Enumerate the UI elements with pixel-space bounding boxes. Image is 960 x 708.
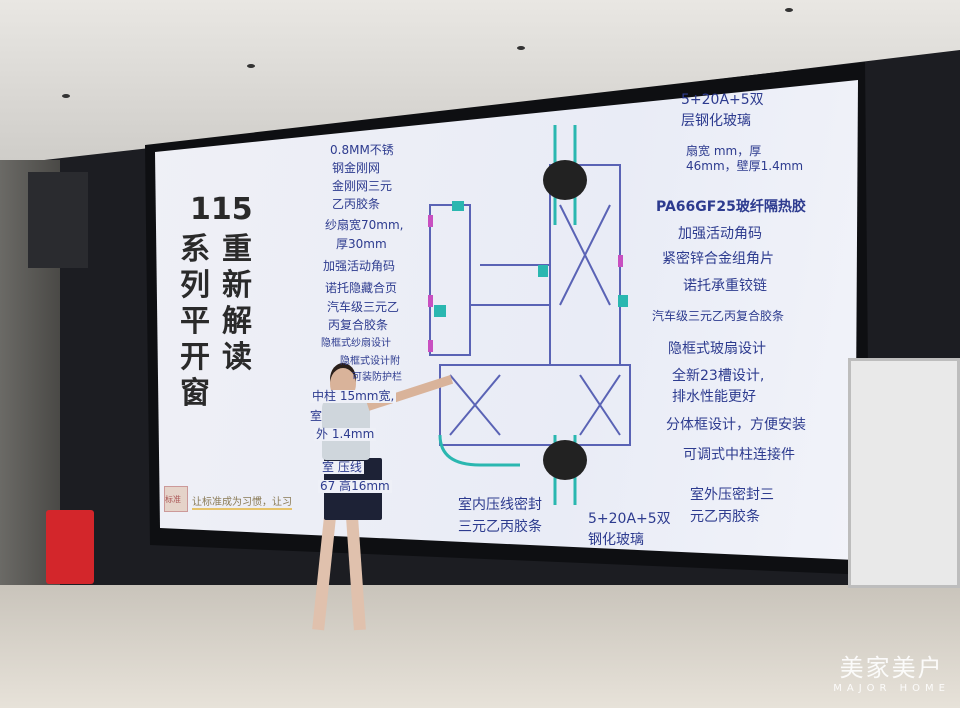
callout-label: 可调式中柱连接件 bbox=[683, 447, 795, 463]
slide-title-number: 115 bbox=[190, 192, 253, 227]
sash-frame bbox=[429, 204, 471, 356]
main-frame bbox=[439, 364, 631, 446]
watermark: 美家美户 MAJOR HOME bbox=[833, 648, 950, 694]
callout-label: PA66GF25玻纤隔热胶 bbox=[656, 199, 806, 215]
slide-logo: 标准 bbox=[164, 486, 188, 512]
callout-label: 全新23槽设计, bbox=[672, 368, 765, 384]
ceiling-light bbox=[247, 64, 255, 68]
callout-label: 钢化玻璃 bbox=[588, 532, 644, 548]
callout-label: 元乙丙胶条 bbox=[690, 509, 760, 525]
wall-speaker bbox=[28, 172, 88, 268]
title-char: 系 bbox=[180, 232, 210, 267]
callout-label: 厚30mm bbox=[336, 237, 387, 251]
insulating-glass-section bbox=[543, 160, 587, 200]
callout-label: 排水性能更好 bbox=[672, 389, 756, 405]
callout-label: 纱扇宽70mm, bbox=[325, 218, 404, 232]
callout-label: 隐框式玻扇设计 bbox=[668, 341, 766, 357]
whiteboard bbox=[848, 358, 960, 588]
callout-label: 46mm，壁厚1.4mm bbox=[686, 159, 804, 173]
ceiling-light bbox=[62, 94, 70, 98]
callout-label: 中柱 15mm宽, bbox=[310, 389, 397, 404]
title-char: 重 bbox=[222, 232, 252, 267]
callout-label: 乙丙胶条 bbox=[332, 197, 381, 211]
callout-label: 67 高16mm bbox=[318, 479, 392, 494]
callout-label: 金刚网三元 bbox=[332, 179, 393, 193]
callout-label: 室 压线 bbox=[320, 460, 364, 475]
watermark-en: MAJOR HOME bbox=[833, 683, 950, 694]
callout-label: 分体框设计，方便安装 bbox=[666, 417, 806, 433]
title-char: 新 bbox=[222, 268, 252, 303]
callout-label: 加强活动角码 bbox=[323, 259, 396, 273]
logo-text: 标准 bbox=[165, 495, 181, 504]
stage-floor bbox=[0, 585, 960, 708]
callout-label: 室内压线密封 bbox=[458, 497, 542, 513]
insulating-glass-section bbox=[543, 440, 587, 480]
title-column-1: 系 列 平 开 窗 bbox=[180, 232, 210, 412]
callout-label: 0.8MM不锈 bbox=[330, 143, 394, 157]
inner-bead bbox=[438, 434, 520, 467]
ceiling-light bbox=[785, 8, 793, 12]
callout-label: 室外压密封三 bbox=[690, 487, 774, 503]
callout-label: 三元乙丙胶条 bbox=[458, 519, 542, 535]
watermark-cn: 美家美户 bbox=[839, 654, 944, 682]
callout-label: 汽车级三元乙丙复合胶条 bbox=[652, 309, 785, 323]
callout-label: 5+20A+5双 bbox=[681, 92, 764, 108]
callout-label: 汽车级三元乙 bbox=[327, 300, 400, 314]
callout-label: 可装防护栏 bbox=[352, 372, 402, 383]
title-char: 读 bbox=[222, 340, 252, 375]
callout-label: 丙复合胶条 bbox=[328, 318, 389, 332]
title-char: 解 bbox=[222, 304, 252, 339]
title-char: 开 bbox=[180, 340, 210, 375]
callout-label: 加强活动角码 bbox=[678, 226, 762, 242]
callout-label: 钢金刚网 bbox=[332, 161, 381, 175]
slide-slogan: 让标准成为习惯，让习 bbox=[192, 493, 292, 510]
callout-label: 室 bbox=[310, 409, 323, 423]
title-column-2: 重 新 解 读 bbox=[222, 232, 252, 412]
ceiling-light bbox=[517, 46, 525, 50]
callout-label: 外 1.4mm bbox=[314, 427, 377, 442]
window-profile-diagram bbox=[428, 125, 631, 505]
callout-label: 诺托承重铰链 bbox=[683, 278, 767, 294]
callout-label: 扇宽 mm，厚 bbox=[686, 144, 762, 158]
fire-extinguisher-box bbox=[46, 510, 94, 584]
slide-title: 系 列 平 开 窗 重 新 解 读 bbox=[180, 232, 252, 412]
callout-label: 隐框式设计附 bbox=[340, 356, 400, 367]
callout-label: 层钢化玻璃 bbox=[681, 113, 751, 129]
title-char: 窗 bbox=[180, 376, 210, 411]
title-char: 平 bbox=[180, 304, 210, 339]
title-char: 列 bbox=[180, 268, 210, 303]
callout-label: 诺托隐藏合页 bbox=[325, 281, 398, 295]
callout-label: 5+20A+5双 bbox=[588, 511, 671, 527]
callout-label: 紧密锌合金组角片 bbox=[662, 251, 774, 267]
callout-label: 隐框式纱扇设计 bbox=[321, 338, 391, 349]
